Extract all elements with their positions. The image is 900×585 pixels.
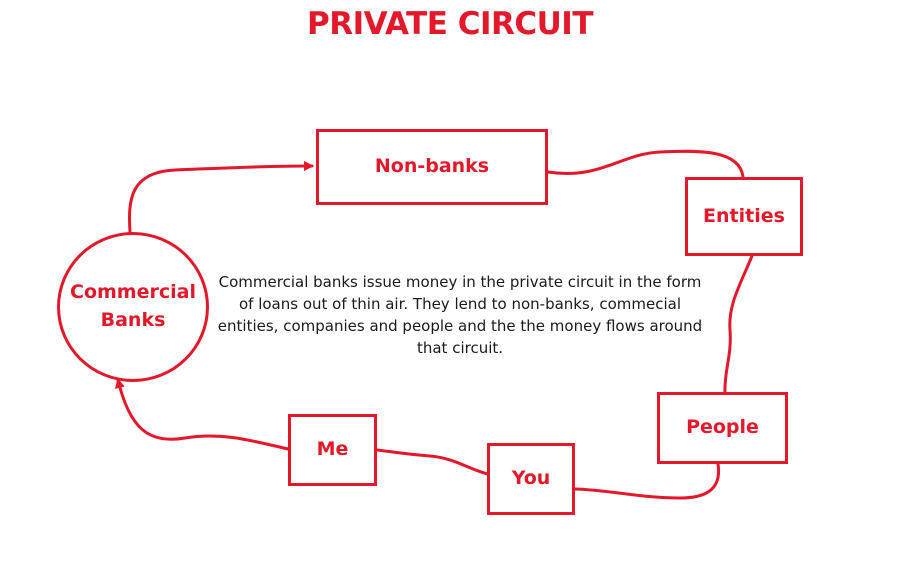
node-non-banks: Non-banks <box>316 129 548 205</box>
diagram-description: Commercial banks issue money in the priv… <box>217 273 703 357</box>
connector-entities-to-people <box>723 254 754 394</box>
node-commercial-banks: Commercial Banks <box>57 232 209 382</box>
connector-banks-to-nonbanks <box>128 161 314 234</box>
connector-nonbanks-to-entities <box>546 149 745 179</box>
node-entities: Entities <box>685 177 803 256</box>
connector-me-to-banks <box>115 378 290 451</box>
node-people: People <box>657 392 788 464</box>
node-you: You <box>487 443 575 515</box>
node-me: Me <box>288 414 377 486</box>
diagram-title: PRIVATE CIRCUIT <box>307 6 593 42</box>
connector-you-to-me <box>375 448 490 476</box>
connector-people-to-you <box>573 462 721 500</box>
